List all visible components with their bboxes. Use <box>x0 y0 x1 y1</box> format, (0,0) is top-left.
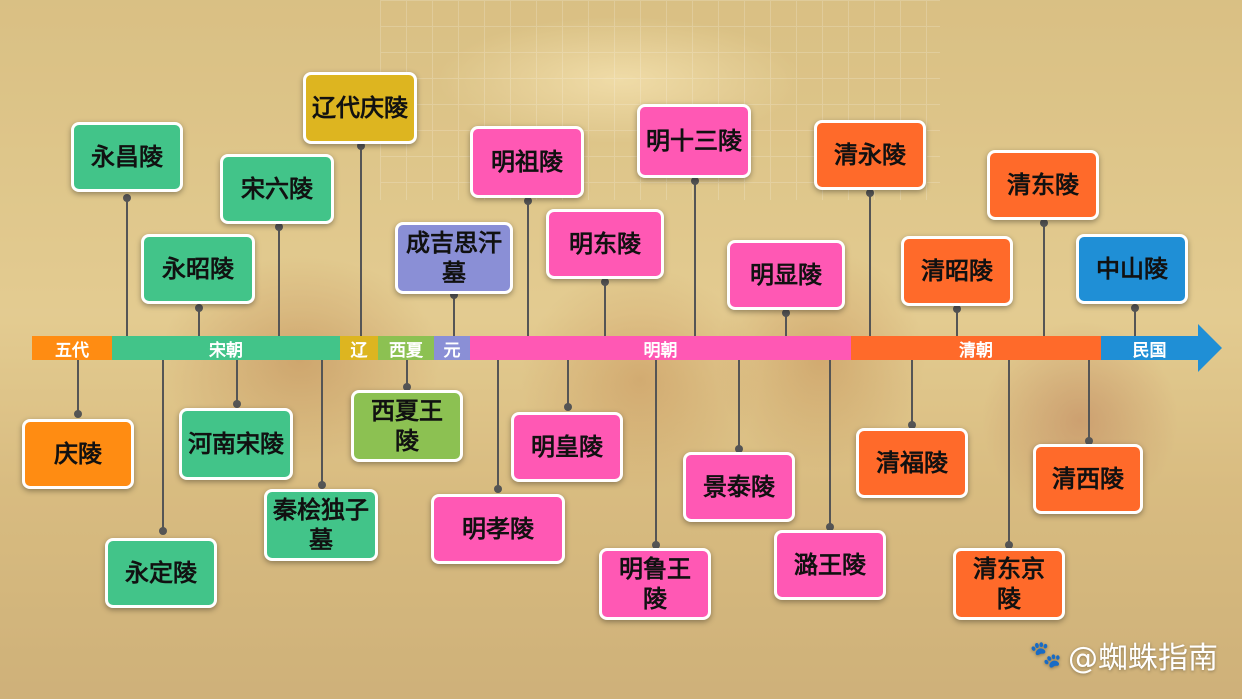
connector-dot <box>1005 541 1013 549</box>
tomb-songliu: 宋六陵 <box>220 154 334 224</box>
connector-dot <box>564 403 572 411</box>
connector-dot <box>450 291 458 299</box>
tomb-qingzhao: 清昭陵 <box>901 236 1013 306</box>
tomb-luwang: 潞王陵 <box>774 530 886 600</box>
tomb-qingyong: 清永陵 <box>814 120 926 190</box>
connector-dot <box>735 445 743 453</box>
period-xixia: 西夏 <box>378 336 434 361</box>
connector <box>785 310 787 336</box>
connector <box>527 198 529 336</box>
tomb-qingdongjing: 清东京陵 <box>953 548 1065 620</box>
connector <box>1043 220 1045 336</box>
tomb-jingtai: 景泰陵 <box>683 452 795 522</box>
tomb-yongding: 永定陵 <box>105 538 217 608</box>
connector-dot <box>494 485 502 493</box>
tomb-genghis: 成吉思汗墓 <box>395 222 513 294</box>
connector-dot <box>74 410 82 418</box>
connector-dot <box>233 400 241 408</box>
period-minguo: 民国 <box>1101 336 1198 361</box>
connector-dot <box>691 177 699 185</box>
connector <box>738 360 740 450</box>
period-yuan: 元 <box>434 336 470 361</box>
connector <box>236 360 238 405</box>
period-liao: 辽 <box>340 336 378 361</box>
connector-dot <box>403 383 411 391</box>
connector <box>694 178 696 336</box>
period-wudai: 五代 <box>32 336 112 361</box>
connector-dot <box>782 309 790 317</box>
connector <box>198 305 200 336</box>
tomb-mingxiao: 明孝陵 <box>431 494 565 564</box>
connector <box>604 279 606 336</box>
connector <box>1088 360 1090 442</box>
tomb-qingling: 庆陵 <box>22 419 134 489</box>
period-ming: 明朝 <box>470 336 851 361</box>
watermark-text: @蜘蛛指南 <box>1068 641 1218 676</box>
connector-dot <box>1131 304 1139 312</box>
connector <box>911 360 913 426</box>
connector-dot <box>159 527 167 535</box>
connector-dot <box>524 197 532 205</box>
connector <box>829 360 831 528</box>
tomb-mingshisan: 明十三陵 <box>637 104 751 178</box>
connector-dot <box>195 304 203 312</box>
watermark: 🐾 @蜘蛛指南 <box>1030 633 1218 677</box>
tomb-mingxian: 明显陵 <box>727 240 845 310</box>
connector-dot <box>123 194 131 202</box>
connector-dot <box>953 305 961 313</box>
connector <box>956 306 958 336</box>
connector-dot <box>826 523 834 531</box>
tomb-xixia-wang: 西夏王陵 <box>351 390 463 462</box>
connector-dot <box>1085 437 1093 445</box>
connector <box>497 360 499 490</box>
tomb-yongzhao: 永昭陵 <box>141 234 255 304</box>
tomb-qingxi: 清西陵 <box>1033 444 1143 514</box>
tomb-mingdong: 明东陵 <box>546 209 664 279</box>
connector-dot <box>275 223 283 231</box>
connector-dot <box>866 189 874 197</box>
connector-dot <box>652 541 660 549</box>
arrow-head-icon <box>1198 324 1222 372</box>
connector <box>1008 360 1010 546</box>
connector <box>869 190 871 336</box>
tomb-minghuang: 明皇陵 <box>511 412 623 482</box>
tomb-mingzu: 明祖陵 <box>470 126 584 198</box>
connector <box>126 195 128 336</box>
connector-dot <box>357 142 365 150</box>
connector <box>655 360 657 546</box>
connector-dot <box>1040 219 1048 227</box>
connector-dot <box>318 481 326 489</box>
connector <box>321 360 323 486</box>
connector <box>1134 305 1136 336</box>
connector <box>162 360 164 532</box>
connector <box>453 292 455 336</box>
tomb-liao-qing: 辽代庆陵 <box>303 72 417 144</box>
period-song: 宋朝 <box>112 336 340 361</box>
connector <box>77 360 79 416</box>
tomb-zhongshan: 中山陵 <box>1076 234 1188 304</box>
tomb-henan-song: 河南宋陵 <box>179 408 293 480</box>
connector <box>278 224 280 336</box>
tomb-qingdong: 清东陵 <box>987 150 1099 220</box>
connector <box>567 360 569 408</box>
tomb-qinhui: 秦桧独子墓 <box>264 489 378 561</box>
tomb-minglu-wang: 明鲁王陵 <box>599 548 711 620</box>
connector <box>406 360 408 388</box>
connector <box>360 143 362 336</box>
period-qing: 清朝 <box>851 336 1101 361</box>
paw-icon: 🐾 <box>1029 640 1062 670</box>
connector-dot <box>908 421 916 429</box>
connector-dot <box>601 278 609 286</box>
tomb-yongchang: 永昌陵 <box>71 122 183 192</box>
tomb-qingfu: 清福陵 <box>856 428 968 498</box>
